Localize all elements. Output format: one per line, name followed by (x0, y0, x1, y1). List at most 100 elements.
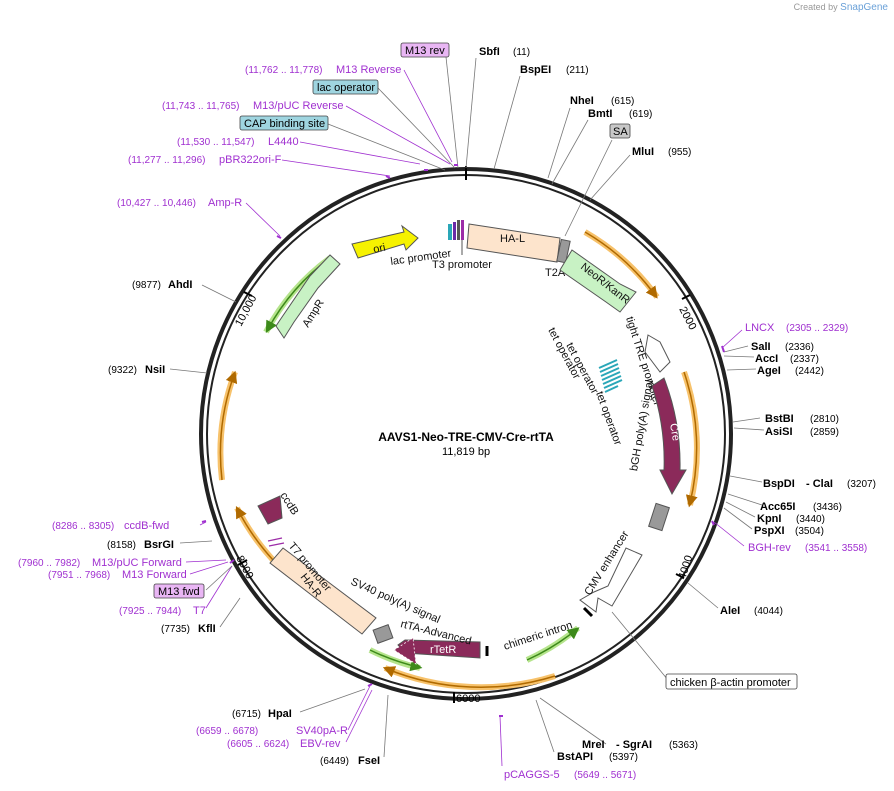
box-chicken (665, 673, 798, 690)
enzyme-bstbi-pos: (2810) (810, 414, 839, 425)
enzyme-sgrai: - SgrAI (616, 739, 652, 751)
enzyme-bspei: BspEI (520, 64, 551, 76)
enzyme-kfli-pos: (7735) (161, 624, 190, 635)
feature-tight-tre (644, 334, 671, 373)
leader-bgh-rev (713, 521, 745, 547)
primer-bgh-rev: BGH-rev (748, 542, 791, 554)
leader-cap (327, 123, 446, 171)
leader-lines (169, 56, 765, 767)
leader-m13puc-forward (185, 559, 227, 563)
created-by-text: Created by (793, 2, 838, 12)
enzyme-kpni: KpnI (757, 513, 781, 525)
leader-ebv (345, 689, 373, 743)
enzyme-clai: - ClaI (806, 478, 833, 490)
primer-t7-range: (7925 .. 7944) (119, 606, 181, 617)
primer-amp-r-range: (10,427 .. 10,446) (117, 198, 196, 209)
leader-lac-operator (377, 87, 456, 169)
primer-sv40pa-r: SV40pA-R (296, 725, 348, 737)
enzyme-sali: SalI (751, 341, 771, 353)
enzyme-acc65i: Acc65I (760, 501, 795, 513)
feature-neor (559, 249, 637, 313)
leader-fsei (383, 694, 389, 758)
enzyme-bsrgi-pos: (8158) (107, 540, 136, 551)
primer-m13puc-forward-range: (7960 .. 7982) (18, 558, 80, 569)
ruler-tick-2000 (681, 294, 691, 300)
leader-alei (687, 582, 719, 609)
ruler-label-4000: 4000 (676, 554, 695, 581)
enzyme-bmti: BmtI (588, 108, 612, 120)
leader-bspei (493, 75, 521, 170)
primer-pcaggs-range: (5649 .. 5671) (574, 770, 636, 781)
leader-m13-forward (189, 561, 229, 575)
feature-t2a (556, 238, 571, 264)
enzyme-acci: AccI (755, 353, 778, 365)
tet-operator-label-3: tet operator (593, 390, 624, 447)
boxed-labels: M13 rev lac operator CAP binding site SA… (153, 42, 798, 690)
enzyme-sali-pos: (2336) (785, 342, 814, 353)
feature-ampr (275, 254, 341, 339)
enzyme-kfli: KflI (198, 623, 216, 635)
primer-l4440: L4440 (268, 136, 299, 148)
primer-m13puc-reverse-range: (11,743 .. 11,765) (162, 101, 239, 112)
enzyme-mrei-pos: (5363) (669, 740, 698, 751)
snapgene-brand: SnapGene (840, 2, 888, 13)
feature-bgh-label: bGH poly(A) signal (628, 379, 656, 472)
enzyme-agei: AgeI (757, 365, 781, 377)
box-sa (609, 123, 631, 139)
enzyme-bsrgi: BsrGI (144, 539, 174, 551)
box-chicken-text: chicken β-actin promoter (670, 677, 791, 689)
leader-sali (723, 345, 749, 353)
plasmid-title-group: AAVS1-Neo-TRE-CMV-Cre-rtTA 11,819 bp (378, 430, 554, 458)
leader-bspdi (729, 475, 763, 483)
primer-bgh-rev-range: (3541 .. 3558) (805, 543, 867, 554)
primer-ccdb-fwd-range: (8286 .. 8305) (52, 521, 114, 532)
enzyme-nhei: NheI (570, 95, 594, 107)
enzyme-fsei: FseI (358, 755, 380, 767)
primer-ebv-rev: EBV-rev (300, 738, 341, 750)
leader-pspxi (723, 507, 753, 530)
feature-ha-l-label: HA-L (500, 233, 525, 245)
ruler-tick-4000 (675, 573, 685, 579)
primer-ticks (201, 164, 725, 717)
enzyme-asisi-pos: (2859) (810, 427, 839, 438)
enzyme-mrei: MreI (582, 739, 605, 751)
box-m13rev (400, 42, 450, 58)
orf-arc-5-line (219, 370, 238, 481)
orf-arc-4-line (235, 506, 274, 561)
leader-bstbi (732, 417, 761, 423)
leader-agei (726, 368, 757, 371)
leader-m13fwd (205, 565, 233, 591)
box-lac-operator-text: lac operator (317, 82, 375, 94)
leader-bmti (551, 119, 589, 185)
leader-bsrgi (179, 540, 213, 544)
leader-l4440 (299, 141, 421, 165)
feature-cre (651, 377, 687, 496)
box-lac-operator (312, 79, 379, 95)
box-m13fwd (153, 583, 205, 599)
green-arc-intron-line (526, 627, 580, 661)
leader-sv40pa (347, 685, 371, 731)
enzyme-ahdi-pos: (9877) (132, 280, 161, 291)
plasmid-name: AAVS1-Neo-TRE-CMV-Cre-rtTA (378, 430, 554, 444)
enzyme-bstapi-pos: (5397) (609, 752, 638, 763)
box-m13fwd-text: M13 fwd (158, 586, 200, 598)
t7-marks (267, 537, 285, 547)
orf-arcs (217, 229, 700, 691)
enzyme-bspdi-pos: (3207) (847, 479, 876, 490)
enzyme-alei: AleI (720, 605, 740, 617)
enzyme-bmti-pos: (619) (629, 109, 652, 120)
leader-acci (723, 355, 755, 358)
leader-m13rev (445, 56, 459, 169)
feature-ori (351, 224, 419, 259)
enzyme-mlui-pos: (955) (668, 147, 691, 158)
primer-m13-forward: M13 Forward (122, 569, 187, 581)
enzyme-bstapi: BstAPI (557, 751, 593, 763)
enzyme-alei-pos: (4044) (754, 606, 783, 617)
primer-ebv-rev-range: (6605 .. 6624) (227, 739, 289, 750)
enzyme-hpai-pos: (6715) (232, 709, 261, 720)
primer-m13puc-reverse: M13/pUC Reverse (253, 100, 343, 112)
feature-cre-label: Cre (667, 422, 682, 442)
box-m13rev-text: M13 rev (405, 45, 445, 57)
primer-amp-r: Amp-R (208, 197, 242, 209)
enzyme-fsei-pos: (6449) (320, 756, 349, 767)
